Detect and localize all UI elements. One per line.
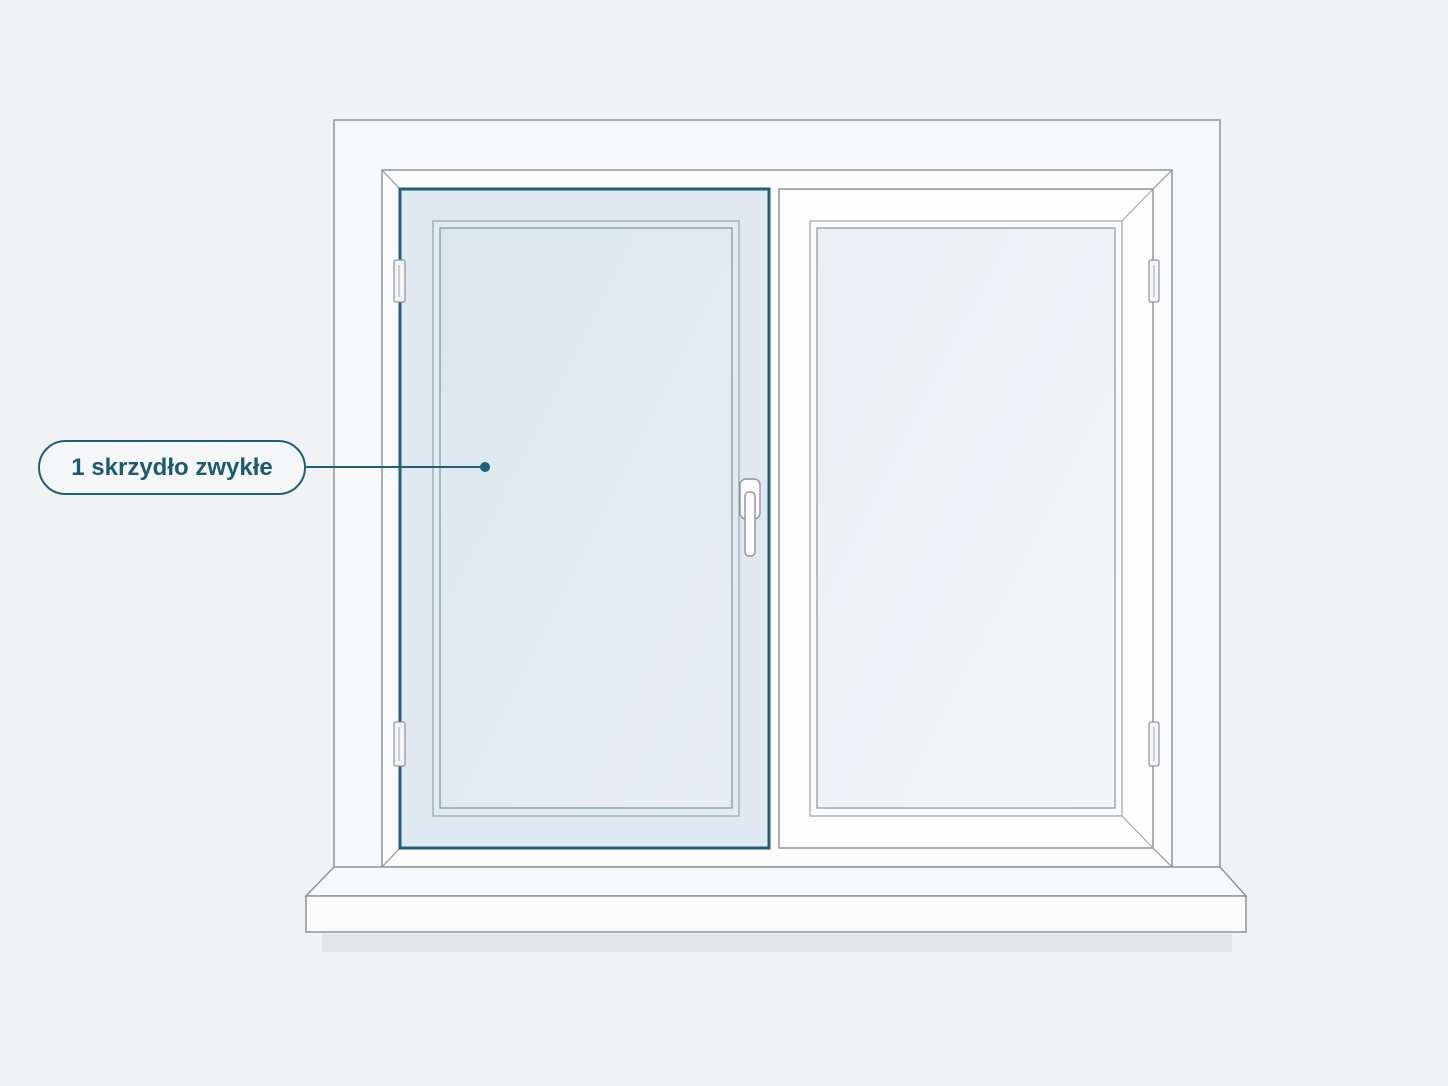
- callout-label: 1 skrzydło zwykłe: [38, 440, 306, 495]
- left-glass-pane: [439, 227, 733, 809]
- sill-front: [305, 895, 1247, 933]
- hinge-icon: [1148, 259, 1160, 303]
- hinge-icon: [1148, 721, 1160, 767]
- sill-shadow: [322, 934, 1232, 952]
- right-glass-pane: [816, 227, 1116, 809]
- frame-bevel-line: [381, 847, 401, 868]
- sill-top: [304, 866, 1248, 897]
- hinge-icon: [393, 259, 406, 303]
- sash-bevel-line: [1121, 188, 1154, 222]
- frame-bevel-line: [1152, 847, 1173, 868]
- frame-bevel-line: [381, 169, 401, 190]
- sash-bevel-line: [1121, 815, 1154, 849]
- callout-pointer-dot: [480, 462, 490, 472]
- hinge-icon: [393, 721, 406, 767]
- frame-bevel-line: [1152, 169, 1173, 190]
- window-handle-icon: [739, 478, 761, 557]
